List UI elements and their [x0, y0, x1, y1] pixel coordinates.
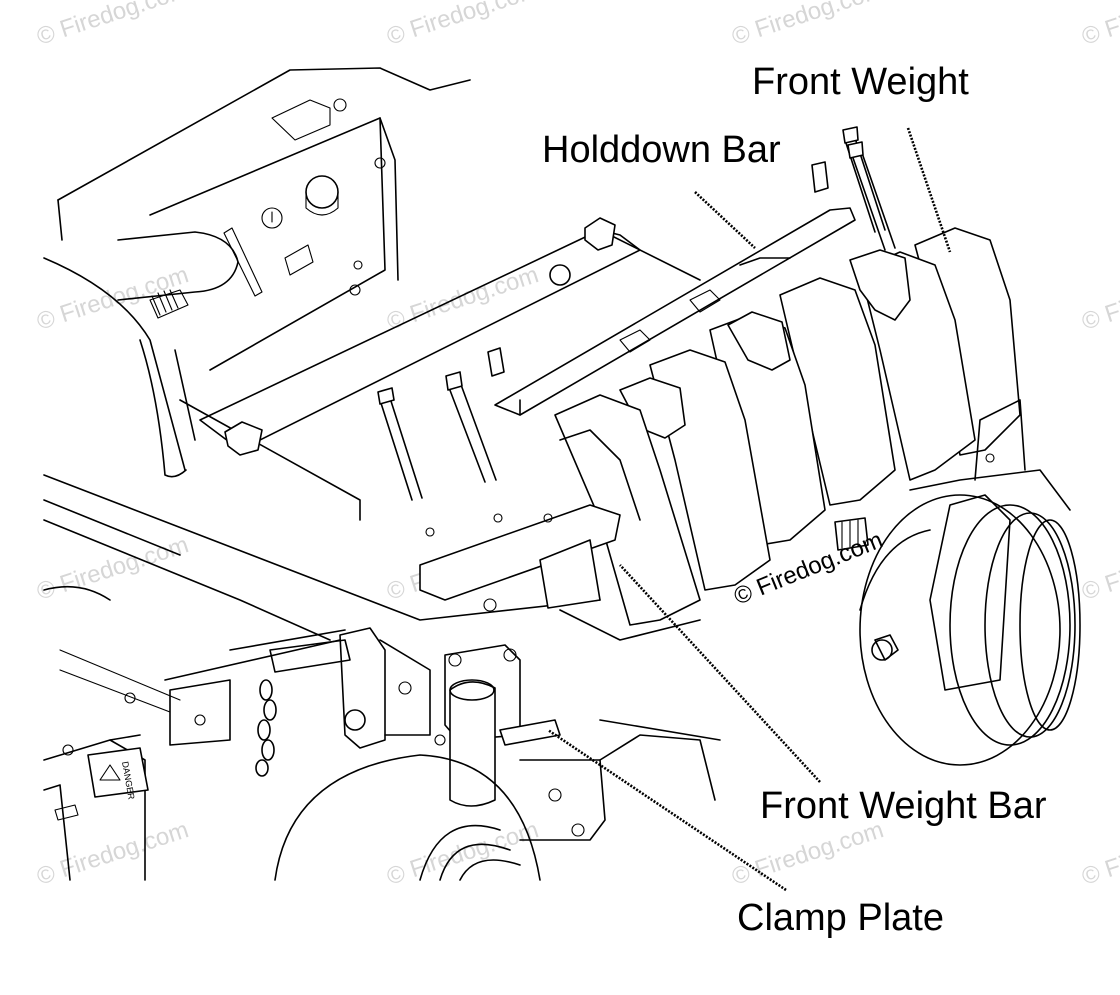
watermark: © Firedog.com	[34, 0, 192, 51]
watermark: © Firedog.com	[34, 531, 192, 605]
watermark: © Firedog.com	[34, 816, 192, 890]
machine-illustration: DANGER	[43, 67, 1081, 881]
leader-lines	[547, 127, 952, 892]
left-caster	[274, 644, 721, 881]
control-panel	[57, 67, 471, 371]
front-weights	[554, 227, 1021, 626]
label-front-weight: Front Weight	[752, 61, 969, 103]
leader-front-weight-bar	[619, 564, 821, 783]
label-front-weight-bar: Front Weight Bar	[760, 785, 1047, 827]
watermark: © Firedog.com	[729, 816, 887, 890]
watermark: © Firedog.com	[384, 261, 542, 335]
leader-clamp-plate	[547, 728, 787, 892]
cross-tube	[199, 217, 701, 456]
watermark: © Firedog.com	[384, 0, 542, 51]
callout-labels: Front Weight Holddown Bar Front Weight B…	[542, 61, 1047, 939]
leader-front-weight	[906, 127, 952, 253]
right-caster	[834, 399, 1081, 766]
holddown-bar	[494, 207, 856, 416]
watermark: © Firedog.com	[1079, 0, 1120, 51]
label-holddown-bar: Holddown Bar	[542, 129, 781, 171]
deck-lower-left: DANGER	[43, 692, 149, 881]
front-weight-bar	[419, 504, 701, 641]
leader-holddown-bar	[694, 191, 756, 249]
watermark: © Firedog.com	[729, 0, 887, 51]
watermark: © Firedog.com	[1079, 816, 1120, 890]
watermark: © Firedog.com	[1079, 261, 1120, 335]
weight-bolts	[377, 126, 896, 501]
pivot-chain	[164, 627, 446, 777]
label-clamp-plate: Clamp Plate	[737, 897, 944, 939]
watermark: © Firedog.com	[1079, 531, 1120, 605]
